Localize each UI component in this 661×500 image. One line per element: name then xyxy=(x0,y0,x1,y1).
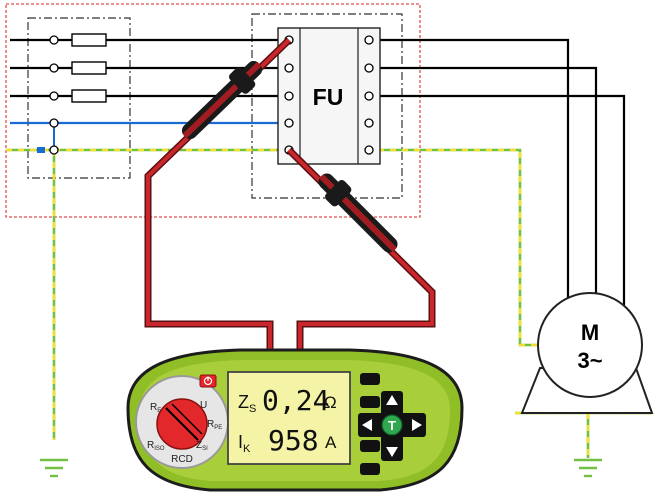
dial-label-re: RE xyxy=(150,402,161,414)
up-arrow-icon[interactable] xyxy=(386,395,398,405)
installation-boundary xyxy=(5,3,421,218)
test-button-label: T xyxy=(388,418,396,433)
neutral-terminal xyxy=(49,118,59,128)
fuse-l2 xyxy=(49,61,107,75)
fuse-l1 xyxy=(49,33,107,47)
fuse-enclosure xyxy=(251,13,403,199)
pe-terminal xyxy=(49,145,59,155)
dial-label-rpe: RPE xyxy=(207,419,222,431)
ground-symbol-left xyxy=(40,458,68,478)
motor-label: M xyxy=(581,320,599,345)
pe-conductor xyxy=(6,148,652,458)
function-key-2[interactable] xyxy=(360,396,380,408)
ik-label: IK xyxy=(238,432,251,455)
pe-link xyxy=(37,147,45,153)
function-selector-dial[interactable] xyxy=(135,375,229,469)
ik-value: 958 xyxy=(268,424,319,457)
zs-label: ZS xyxy=(238,392,256,415)
dial-label-u: U xyxy=(200,400,207,411)
ik-unit: A xyxy=(325,433,337,452)
ground-symbol-right xyxy=(574,458,602,478)
function-key-1[interactable] xyxy=(360,373,380,385)
down-arrow-icon[interactable] xyxy=(386,447,398,457)
zs-unit: Ω xyxy=(324,393,337,412)
test-button[interactable] xyxy=(381,414,403,436)
zs-value: 0,24 xyxy=(262,384,329,417)
lcd-display xyxy=(227,371,351,465)
right-arrow-icon[interactable] xyxy=(412,419,422,431)
motor-phase-label: 3~ xyxy=(577,348,602,373)
dial-label-zsi: ZSI xyxy=(196,440,208,452)
test-lead-left xyxy=(144,37,292,358)
probe-left xyxy=(181,61,263,139)
power-button[interactable] xyxy=(199,374,217,388)
fuse-l3 xyxy=(49,89,107,103)
motor xyxy=(520,292,654,414)
left-arrow-icon[interactable] xyxy=(362,419,372,431)
distribution-box xyxy=(27,17,131,179)
function-key-4[interactable] xyxy=(360,463,380,475)
fuse-unit-block xyxy=(277,27,381,165)
test-lead-right xyxy=(286,147,436,358)
function-key-3[interactable] xyxy=(360,440,380,452)
probe-right xyxy=(318,173,398,253)
fuse-unit-label: FU xyxy=(313,84,344,110)
dial-label-riso: RISO xyxy=(147,440,165,452)
dial-label-rcd: RCD xyxy=(171,454,193,465)
